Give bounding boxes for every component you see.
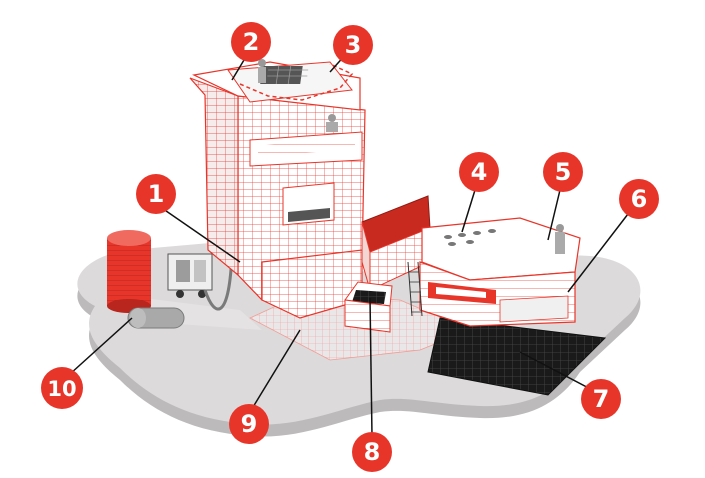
callout-4: 4 — [459, 152, 499, 192]
callout-7: 7 — [581, 379, 621, 419]
callout-2-label: 2 — [243, 28, 260, 56]
callout-1: 1 — [136, 174, 176, 214]
callout-2: 2 — [231, 22, 271, 62]
callout-7-label: 7 — [593, 385, 610, 413]
callout-9-label: 9 — [241, 410, 258, 438]
grey-gas-tank — [127, 307, 185, 329]
callout-9: 9 — [229, 404, 269, 444]
callout-6: 6 — [619, 179, 659, 219]
callout-6-label: 6 — [631, 185, 648, 213]
red-storage-tank — [107, 230, 151, 313]
callout-10-label: 10 — [47, 377, 76, 401]
callout-8: 8 — [352, 432, 392, 472]
callout-5: 5 — [543, 152, 583, 192]
office-tower — [189, 59, 366, 319]
callout-10: 10 — [41, 367, 83, 409]
leader-lines — [69, 49, 629, 437]
callout-5-label: 5 — [555, 158, 572, 186]
callout-4-label: 4 — [471, 158, 488, 186]
callout-8-label: 8 — [364, 438, 381, 466]
callout-3: 3 — [333, 25, 373, 65]
solar-field — [427, 317, 607, 396]
callout-1-label: 1 — [148, 180, 165, 208]
low-wing-building — [361, 195, 581, 327]
entry-block — [344, 281, 393, 333]
callout-3-label: 3 — [345, 31, 362, 59]
